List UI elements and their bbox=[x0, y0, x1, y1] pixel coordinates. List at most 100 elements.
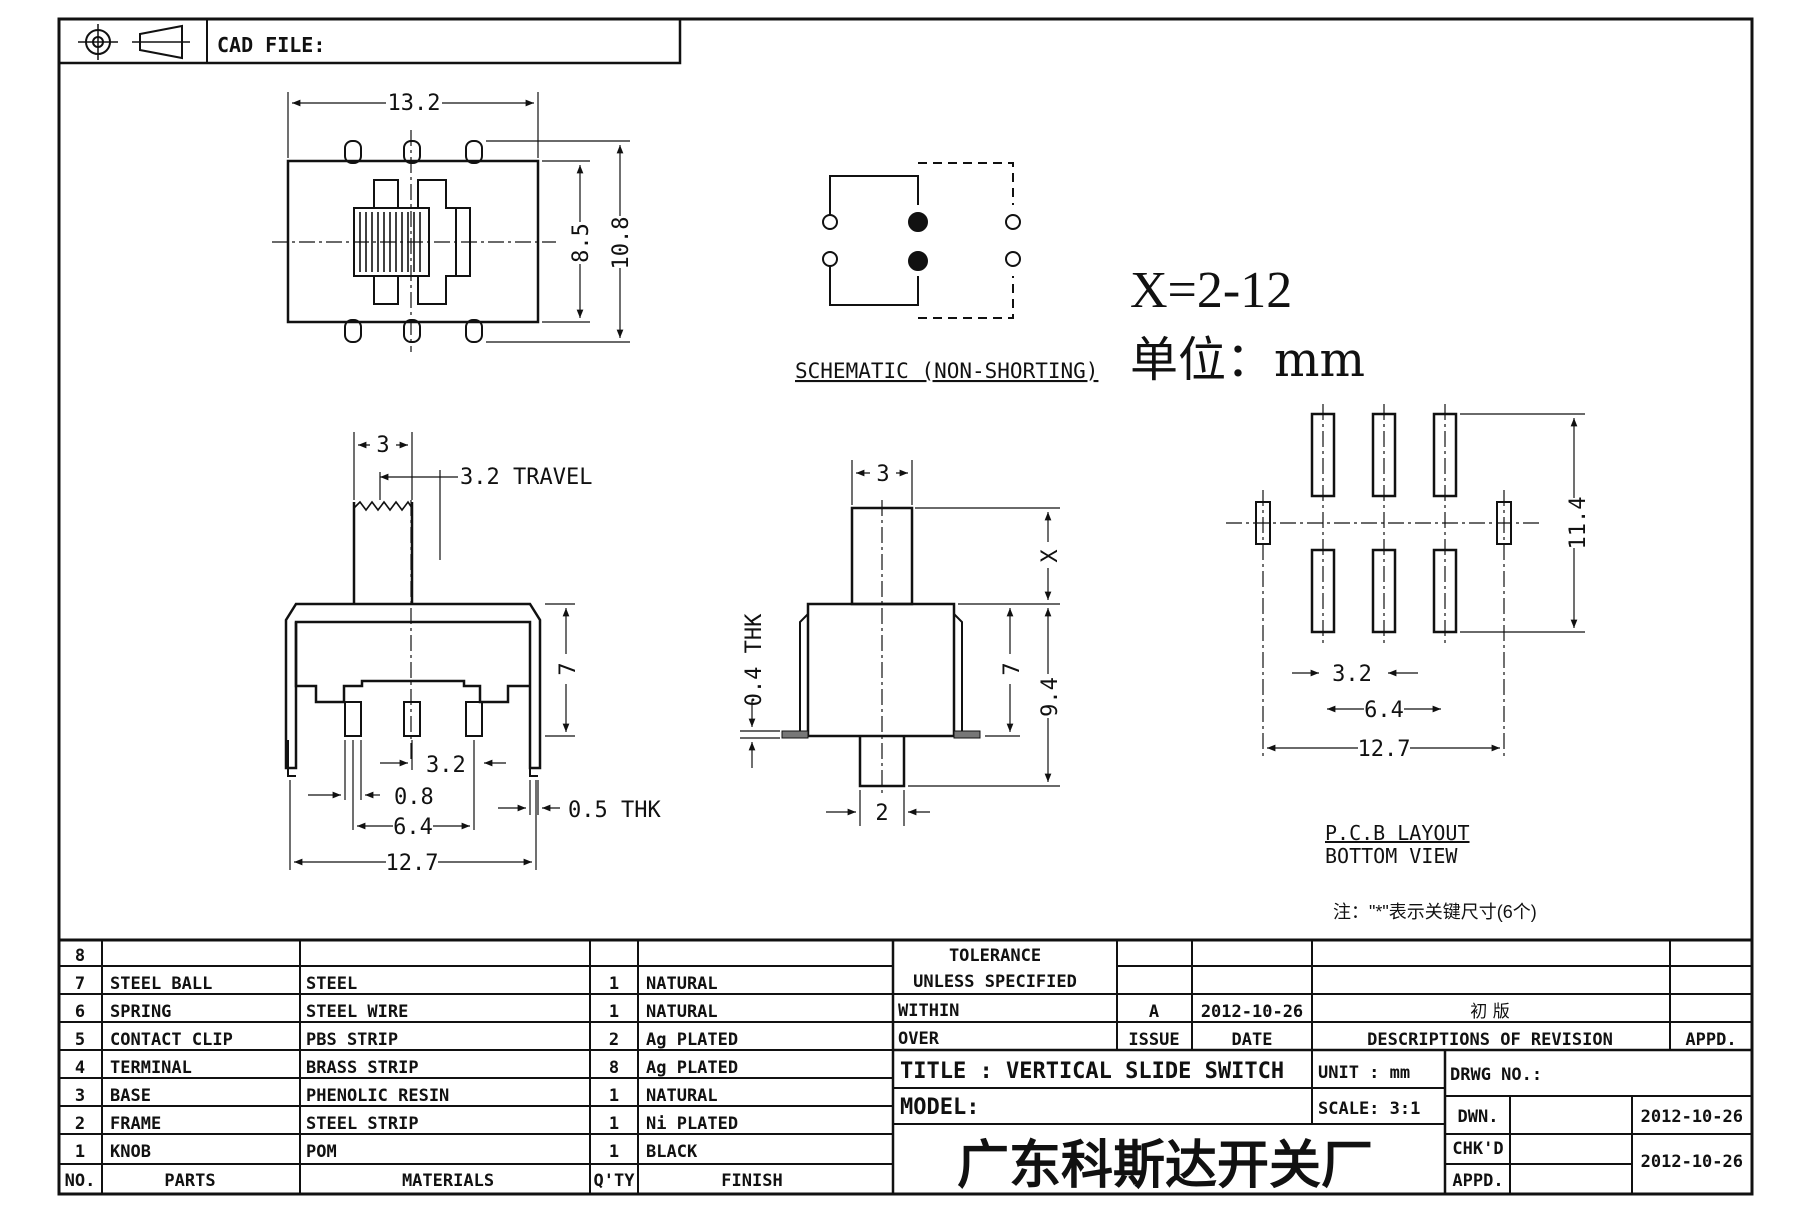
dwn-date: 2012-10-26 bbox=[1641, 1107, 1743, 1127]
bom-qty: 2 bbox=[609, 1030, 619, 1050]
pcb-height-label: 11.4 bbox=[1566, 497, 1591, 550]
pcb-subtitle: BOTTOM VIEW bbox=[1325, 844, 1458, 868]
header-materials: MATERIALS bbox=[402, 1171, 494, 1191]
top-inner-height-label: 8.5 bbox=[569, 223, 594, 263]
front-travel-label: 3.2 TRAVEL bbox=[460, 465, 592, 490]
unit-label: 单位：mm bbox=[1130, 332, 1365, 388]
revision-date-label: DATE bbox=[1232, 1030, 1273, 1050]
revision-appd-label: APPD. bbox=[1685, 1030, 1736, 1050]
dwn-label: DWN. bbox=[1458, 1107, 1499, 1127]
side-height-label: 7 bbox=[1000, 662, 1025, 675]
tolerance-over: OVER bbox=[898, 1029, 940, 1049]
bom-no: 1 bbox=[75, 1142, 85, 1162]
revision-date-value: 2012-10-26 bbox=[1201, 1002, 1303, 1022]
table-row: 2 FRAME STEEL STRIP 1 Ni PLATED bbox=[75, 1114, 738, 1134]
bom-qty: 1 bbox=[609, 1142, 619, 1162]
bom-part: STEEL BALL bbox=[110, 974, 212, 994]
bom-finish: NATURAL bbox=[646, 1002, 718, 1022]
pcb-title: P.C.B LAYOUT bbox=[1325, 821, 1470, 845]
bom-no: 4 bbox=[75, 1058, 85, 1078]
bom-finish: NATURAL bbox=[646, 1086, 718, 1106]
bom-finish: Ag PLATED bbox=[646, 1030, 738, 1050]
bom-part: FRAME bbox=[110, 1114, 161, 1134]
header-finish: FINISH bbox=[721, 1171, 782, 1191]
pcb-layout bbox=[1226, 404, 1585, 760]
side-x-label: X bbox=[1038, 549, 1063, 563]
bom-material: BRASS STRIP bbox=[306, 1058, 419, 1078]
pcb-pitch-label: 3.2 bbox=[1332, 662, 1372, 687]
appd-label: APPD. bbox=[1452, 1171, 1503, 1191]
key-dimension-note: 注："*"表示关键尺寸(6个) bbox=[1333, 902, 1537, 922]
table-row: 8 bbox=[75, 946, 85, 966]
front-pitch-label: 3.2 bbox=[426, 753, 466, 778]
table-row: 3 BASE PHENOLIC RESIN 1 NATURAL bbox=[75, 1086, 718, 1106]
front-knob-width-label: 3 bbox=[376, 433, 389, 458]
bom-qty: 1 bbox=[609, 1114, 619, 1134]
bom-part: CONTACT CLIP bbox=[110, 1030, 233, 1050]
bom-rows: 8 7 STEEL BALL STEEL 1 NATURAL 6 SPRING … bbox=[65, 946, 783, 1191]
top-outer-height-label: 10.8 bbox=[609, 217, 634, 270]
chkd-date: 2012-10-26 bbox=[1641, 1152, 1743, 1172]
top-view bbox=[272, 92, 630, 352]
unit-field: UNIT : mm bbox=[1318, 1063, 1410, 1083]
bom-part: TERMINAL bbox=[110, 1058, 192, 1078]
side-view bbox=[740, 460, 1060, 826]
bom-part: SPRING bbox=[110, 1002, 171, 1022]
revision-issue-label: ISSUE bbox=[1128, 1030, 1179, 1050]
table-row: 6 SPRING STEEL WIRE 1 NATURAL bbox=[75, 1002, 718, 1022]
bom-table bbox=[59, 938, 1752, 1194]
bom-finish: Ag PLATED bbox=[646, 1058, 738, 1078]
bom-material: STEEL STRIP bbox=[306, 1114, 419, 1134]
table-row: 5 CONTACT CLIP PBS STRIP 2 Ag PLATED bbox=[75, 1030, 738, 1050]
bom-finish: NATURAL bbox=[646, 974, 718, 994]
first-angle-projection-icon bbox=[78, 24, 190, 60]
table-header-row: NO. PARTS MATERIALS Q'TY FINISH bbox=[65, 1171, 783, 1191]
front-view bbox=[284, 432, 575, 870]
schematic-label: SCHEMATIC (NON-SHORTING) bbox=[795, 359, 1098, 383]
table-row: 4 TERMINAL BRASS STRIP 8 Ag PLATED bbox=[75, 1058, 738, 1078]
table-row: 1 KNOB POM 1 BLACK bbox=[75, 1142, 698, 1162]
revision-block bbox=[893, 940, 1752, 1052]
bom-material: POM bbox=[306, 1142, 337, 1162]
bom-material: PBS STRIP bbox=[306, 1030, 398, 1050]
chkd-label: CHK'D bbox=[1452, 1139, 1503, 1159]
front-pin-width-label: 0.8 bbox=[394, 785, 434, 810]
variable-formula: X=2-12 bbox=[1130, 262, 1292, 319]
bom-material: PHENOLIC RESIN bbox=[306, 1086, 449, 1106]
bom-part: BASE bbox=[110, 1086, 151, 1106]
drwg-no-label: DRWG NO.: bbox=[1450, 1065, 1542, 1085]
bom-finish: Ni PLATED bbox=[646, 1114, 738, 1134]
bom-no: 7 bbox=[75, 974, 85, 994]
header-box: CAD FILE: bbox=[59, 19, 682, 65]
side-thk-label: 0.4 THK bbox=[742, 613, 767, 706]
bom-no: 3 bbox=[75, 1086, 85, 1106]
bom-part: KNOB bbox=[110, 1142, 151, 1162]
side-total-height-label: 9.4 bbox=[1038, 677, 1063, 717]
schematic bbox=[822, 162, 1021, 319]
revision-desc-label: DESCRIPTIONS OF REVISION bbox=[1367, 1030, 1613, 1050]
bom-qty: 1 bbox=[609, 1002, 619, 1022]
top-width-label: 13.2 bbox=[388, 91, 441, 116]
bom-material: STEEL WIRE bbox=[306, 1002, 408, 1022]
drawing-title: TITLE : VERTICAL SLIDE SWITCH bbox=[900, 1059, 1284, 1084]
header-no: NO. bbox=[65, 1171, 96, 1191]
front-height-label: 7 bbox=[556, 662, 581, 675]
header-parts: PARTS bbox=[164, 1171, 215, 1191]
header-qty: Q'TY bbox=[594, 1171, 636, 1191]
bom-finish: BLACK bbox=[646, 1142, 698, 1162]
model-label: MODEL: bbox=[900, 1095, 979, 1120]
front-frame-width-label: 12.7 bbox=[386, 851, 439, 876]
bom-qty: 8 bbox=[609, 1058, 619, 1078]
pcb-span-label: 6.4 bbox=[1364, 698, 1404, 723]
tolerance-within: WITHIN bbox=[898, 1001, 959, 1021]
revision-desc-value: 初 版 bbox=[1470, 1002, 1509, 1022]
drawing-border bbox=[57, 17, 1754, 1196]
scale-field: SCALE: 3:1 bbox=[1318, 1099, 1420, 1119]
bom-qty: 1 bbox=[609, 1086, 619, 1106]
bom-no: 5 bbox=[75, 1030, 85, 1050]
front-pin-span-label: 6.4 bbox=[393, 815, 433, 840]
bom-no: 8 bbox=[75, 946, 85, 966]
table-row: 7 STEEL BALL STEEL 1 NATURAL bbox=[75, 974, 718, 994]
bom-qty: 1 bbox=[609, 974, 619, 994]
